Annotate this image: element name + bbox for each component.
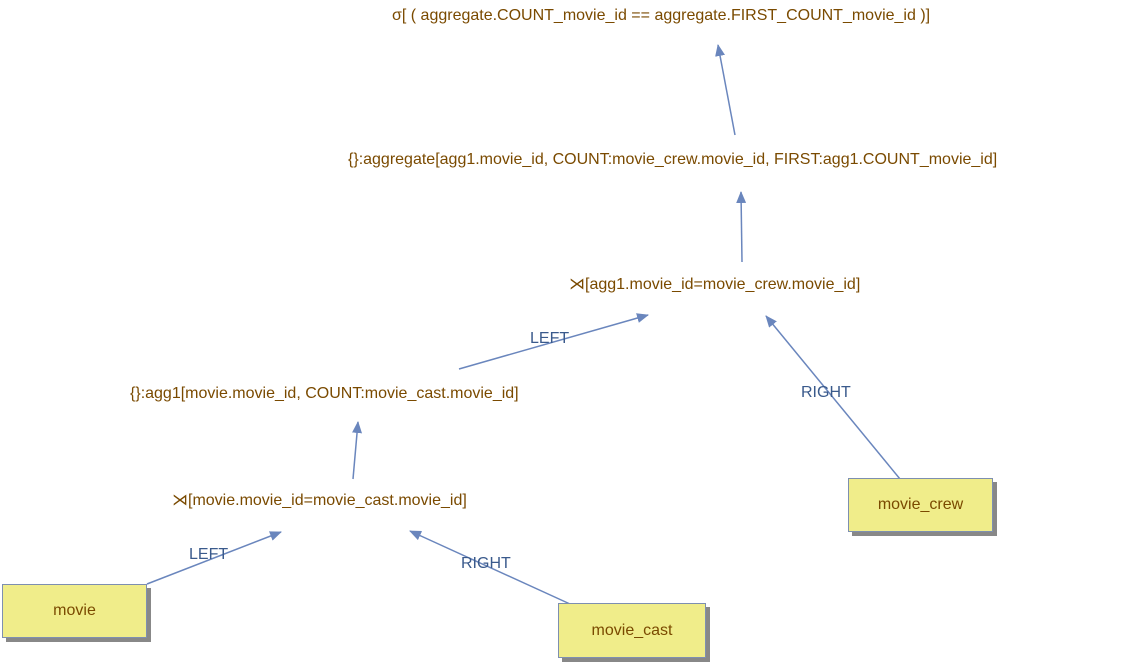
edge-crew-to-join-top <box>765 315 901 480</box>
edge-label-right-bottom: RIGHT <box>461 555 511 572</box>
edge-join-bottom-to-agg1 <box>352 421 363 480</box>
table-movie-label: movie <box>53 602 96 619</box>
edge-cast-to-join-bottom <box>409 530 571 605</box>
edge-agg1-to-join-top <box>458 313 649 370</box>
select-node: σ[ ( aggregate.COUNT_movie_id == aggrega… <box>392 7 931 24</box>
join-bottom-node: ⋊[movie.movie_id=movie_cast.movie_id] <box>172 492 467 509</box>
join-top-node: ⋊[agg1.movie_id=movie_crew.movie_id] <box>569 276 861 293</box>
table-movie[interactable]: movie <box>2 584 147 638</box>
edge-label-left-bottom: LEFT <box>189 546 229 563</box>
table-movie-crew[interactable]: movie_crew <box>848 478 993 532</box>
edge-movie-to-join-bottom <box>146 531 282 585</box>
aggregate-node: {}:aggregate[agg1.movie_id, COUNT:movie_… <box>348 151 998 168</box>
edge-label-right-top: RIGHT <box>801 384 851 401</box>
agg1-node: {}:agg1[movie.movie_id, COUNT:movie_cast… <box>130 385 519 402</box>
table-movie-cast-label: movie_cast <box>591 621 673 639</box>
table-movie-cast[interactable]: movie_cast <box>558 603 706 658</box>
edge-join-top-to-aggregate <box>736 191 747 263</box>
edge-aggregate-to-select <box>715 44 736 136</box>
edge-label-left-top: LEFT <box>530 330 570 347</box>
table-movie-crew-label: movie_crew <box>877 496 964 513</box>
